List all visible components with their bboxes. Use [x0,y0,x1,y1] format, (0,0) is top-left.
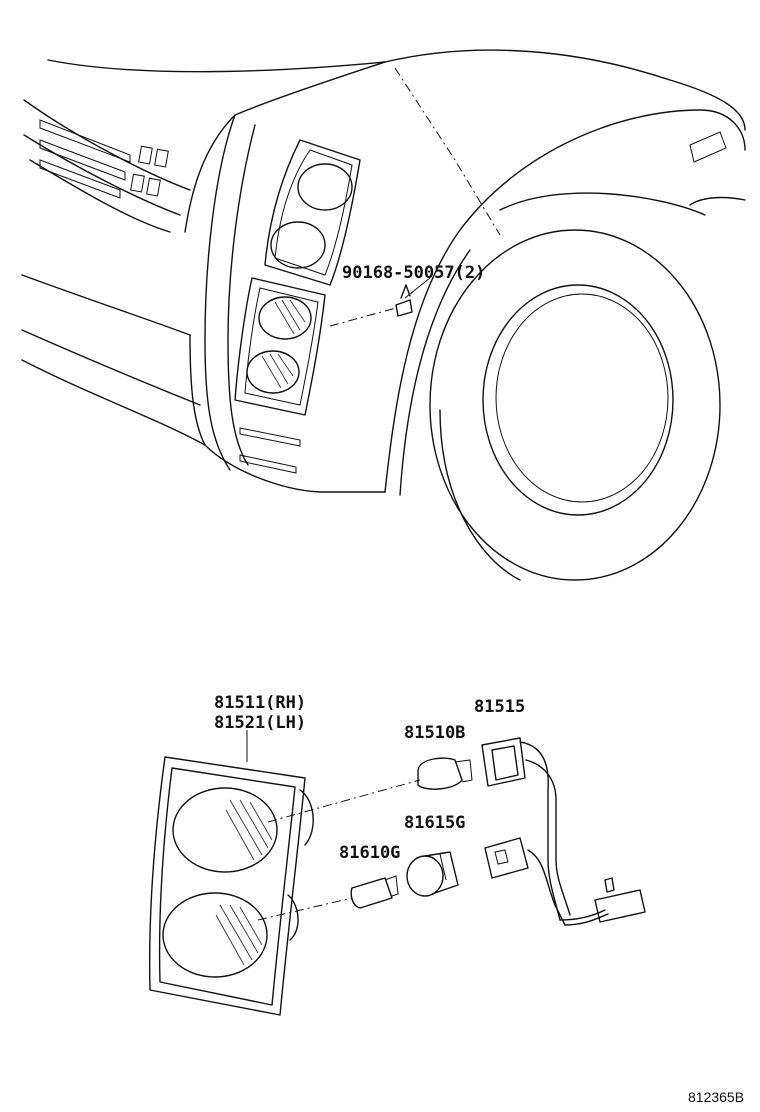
lamp-rh-part-label: 81511(RH) [214,693,306,713]
vehicle-body [21,49,746,581]
screw-part-label: 90168-50057(2) [342,263,485,283]
bulb-lower [257,875,399,921]
socket-lower-part-label: 81615G [404,813,465,833]
bulb-lower-part-label: 81610G [339,843,400,863]
lamp-unit-exploded [148,756,314,1016]
diagram-reference-code: 812365B [688,1089,744,1105]
vehicle-lamp-assembly [234,139,431,474]
socket-wire-part-label: 81515 [474,697,525,717]
socket-wire-harness [481,737,646,926]
bulb-upper [267,757,473,823]
bulb-upper-part-label: 81510B [404,723,465,743]
socket-lower [406,851,459,897]
lamp-lh-part-label: 81521(LH) [214,713,306,733]
